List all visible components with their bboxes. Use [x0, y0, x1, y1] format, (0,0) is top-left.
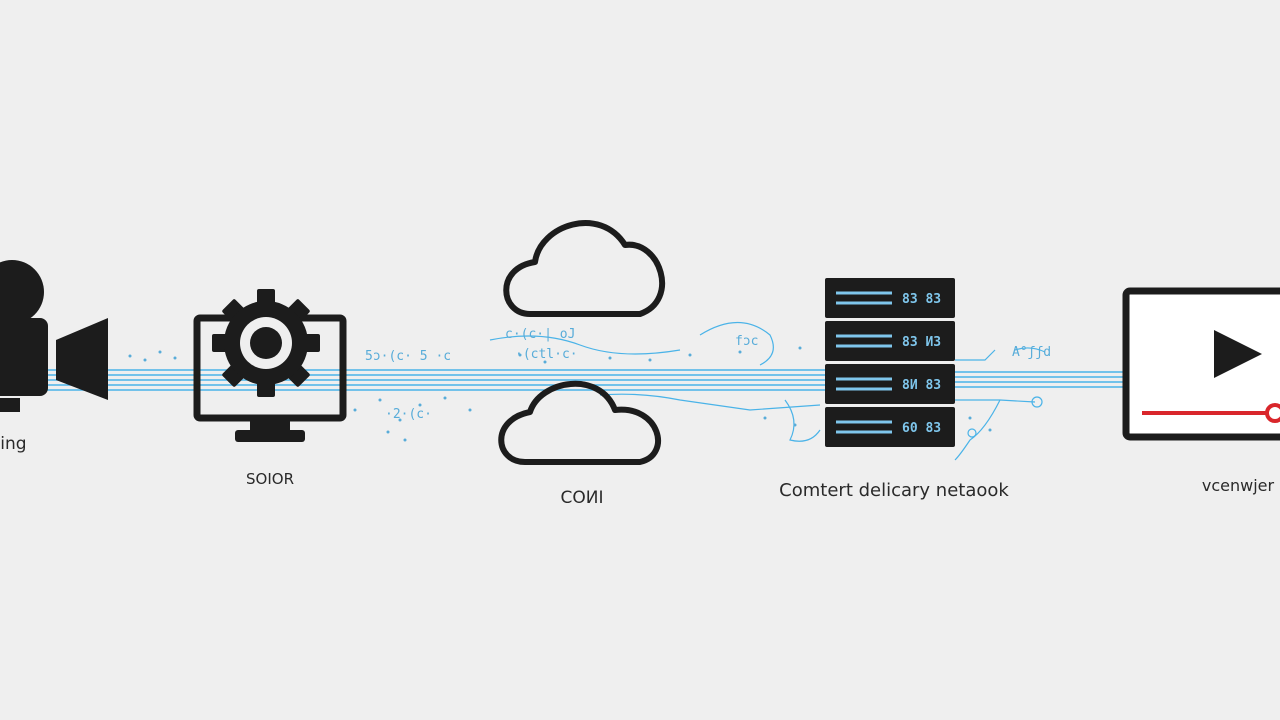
- progress-handle: [1265, 403, 1280, 423]
- stream-scribble: ·2·(c·: [385, 407, 432, 422]
- data-stream-lines: [40, 369, 1125, 391]
- server-code: 8И 83: [902, 378, 941, 393]
- video-camera-icon: [0, 260, 108, 412]
- server-code: 83 83: [902, 292, 941, 307]
- data-stream-squiggles: [489, 322, 1046, 461]
- cdn-server-stack-icon: 83 83 83 ИЗ 8И 83 60 83: [825, 278, 955, 447]
- server-code: 60 83: [902, 421, 941, 436]
- camera-label: ding: [0, 434, 27, 454]
- cloud-icon: [498, 381, 661, 465]
- stream-scribble: ·(ctl·c·: [515, 347, 578, 362]
- encoder-monitor-gear-icon: [193, 289, 347, 442]
- cloud-label: COИI: [560, 488, 604, 508]
- stream-scribble: A°ʃʃd: [1012, 345, 1051, 360]
- play-icon: [1214, 330, 1262, 378]
- encoder-label: SOIOR: [246, 470, 294, 488]
- viewer-label: vcenwjer: [1201, 476, 1275, 495]
- stream-scribble: c·(c·| oJ: [505, 327, 575, 342]
- server-unit: 83 ИЗ: [825, 321, 955, 361]
- gear-icon: [212, 289, 320, 397]
- data-stream-dots: [128, 346, 992, 442]
- server-unit: 83 83: [825, 278, 955, 318]
- data-stream-scribbles: 5ɔ·(c· 5 ·c c·(c·| oJ ·(ctl·c· fɔc ·2·(c…: [365, 327, 1051, 422]
- cdn-label: Comtert delicary netaook: [779, 480, 1009, 501]
- server-unit: 8И 83: [825, 364, 955, 404]
- stream-scribble: 5ɔ·(c· 5 ·c: [365, 349, 451, 364]
- cloud-icon: [503, 220, 666, 317]
- server-unit: 60 83: [825, 407, 955, 447]
- server-code: 83 ИЗ: [902, 335, 941, 350]
- stream-scribble: fɔc: [735, 334, 758, 349]
- video-player-icon: [1122, 287, 1280, 441]
